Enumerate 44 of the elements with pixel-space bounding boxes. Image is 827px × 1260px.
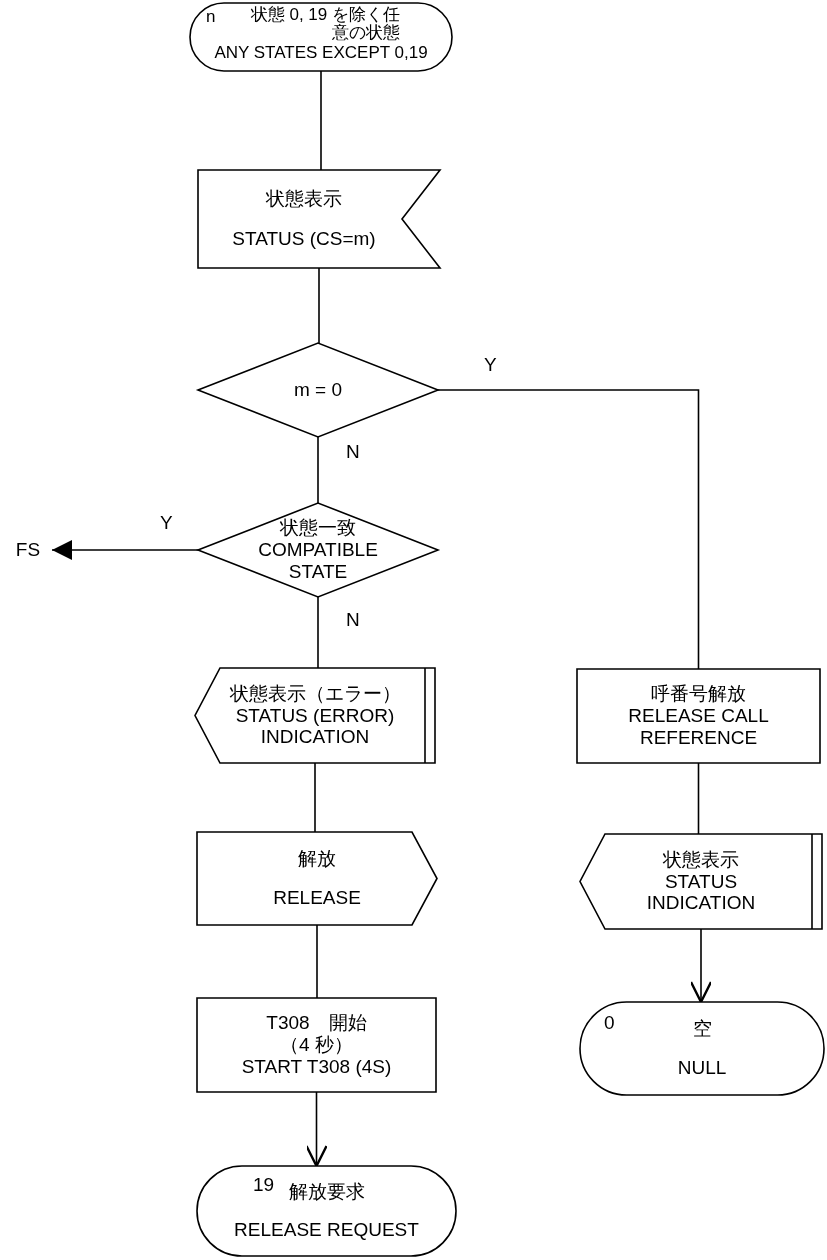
node-label: RELEASE REQUEST (234, 1218, 419, 1241)
decision-diamond (198, 503, 438, 597)
connector-line (320, 70, 322, 171)
connector-line (317, 596, 319, 669)
node-label: 状態表示 (663, 848, 739, 871)
node-label: NULL (677, 1056, 727, 1079)
connector-line (437, 389, 700, 670)
node-label: 19 (253, 1174, 275, 1196)
node-label: T308 開始（4 秒） (265, 1012, 368, 1056)
send-signal-box (197, 832, 437, 925)
arrow (51, 540, 199, 560)
node-label: STATUS (ERROR) INDICATION (234, 704, 396, 749)
send-signal-box (195, 668, 435, 763)
process-box (577, 669, 820, 763)
node-label: 状態表示（エラー） (229, 682, 401, 705)
receive-signal-box (198, 170, 440, 268)
node-label: FS (15, 539, 41, 561)
node-label: 状態表示 (266, 188, 342, 210)
decision-diamond (198, 343, 438, 437)
node-label: START T308 (4S) (241, 1055, 392, 1078)
connector-line (314, 762, 316, 833)
node-label: n (206, 7, 216, 27)
node-label: m = 0 (293, 379, 343, 401)
node-label: 空 (692, 1018, 712, 1041)
connector-line (318, 267, 320, 344)
connector-line (317, 436, 319, 504)
node-label: RELEASE (273, 886, 361, 909)
arrow (305, 1091, 328, 1168)
node-label: 呼番号解放 (651, 683, 746, 706)
node-label: COMPATIBLE STATE (258, 539, 378, 583)
node-label: RELEASE CALL REFERENCE (627, 705, 770, 749)
node-label: 0 (604, 1012, 615, 1034)
connector-line (316, 924, 318, 999)
node-label: STATUS INDICATION (645, 870, 757, 915)
process-box (197, 998, 436, 1092)
node-label: 解放要求 (288, 1181, 365, 1204)
node-label: 状態 0, 19 を除く任意の状態 (250, 6, 400, 43)
node-label: 解放 (298, 848, 336, 871)
node-label: ANY STATES EXCEPT 0,19 (214, 42, 428, 63)
node-label: 状態一致 (280, 517, 356, 540)
send-signal-box (580, 834, 822, 929)
arrow (689, 928, 713, 1004)
node-label: STATUS (CS=m) (232, 228, 376, 250)
connector-line (697, 762, 700, 835)
